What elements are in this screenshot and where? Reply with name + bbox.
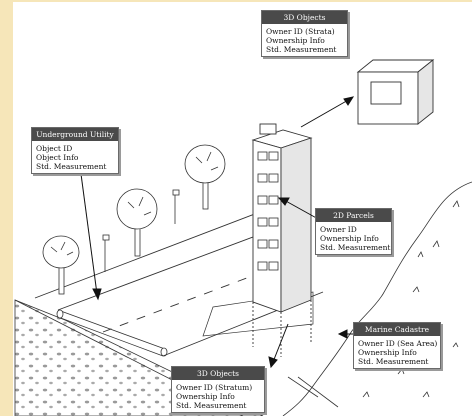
box-line: Object ID [36,144,73,153]
box-line: Object Info [36,153,79,162]
box-marine-cadastre: Marine Cadastre Owner ID (Sea Area) Owne… [353,322,441,369]
pointer-arrows [80,96,385,369]
box-line: Owner ID (Sea Area) [358,339,438,348]
box-underground-utility: Underground Utility Object ID Object Inf… [31,127,119,174]
utility-pipes [56,309,168,357]
box-3d-objects-strata: 3D Objects Owner ID (Strata) Ownership I… [261,10,348,57]
box-line: Owner ID (Strata) [266,27,335,36]
box-line: Ownership Info [320,234,379,243]
box-title: Underground Utility [32,128,118,141]
box-title: 3D Objects [172,367,264,380]
box-line: Owner ID [320,225,357,234]
floating-3d-object [356,59,435,125]
box-title: 3D Objects [262,11,347,24]
box-line: Ownership Info [176,392,235,401]
box-line: Ownership Info [358,348,417,357]
street-lamps [102,189,180,272]
box-3d-objects-stratum: 3D Objects Owner ID (Stratum) Ownership … [171,366,265,413]
box-line: Std. Measurement [36,162,107,171]
box-2d-parcels: 2D Parcels Owner ID Ownership Info Std. … [315,208,392,255]
box-line: Std. Measurement [320,243,391,252]
trees [42,144,226,295]
box-title: Marine Cadastre [354,323,440,336]
diagram-frame: 3D Objects Owner ID (Strata) Ownership I… [13,2,472,416]
box-line: Std. Measurement [176,401,247,410]
box-line: Ownership Info [266,36,325,45]
coastline [282,181,472,416]
box-title: 2D Parcels [316,209,391,222]
building-windows [257,151,279,271]
box-line: Owner ID (Stratum) [176,383,253,392]
box-line: Std. Measurement [358,357,429,366]
box-line: Std. Measurement [266,45,337,54]
